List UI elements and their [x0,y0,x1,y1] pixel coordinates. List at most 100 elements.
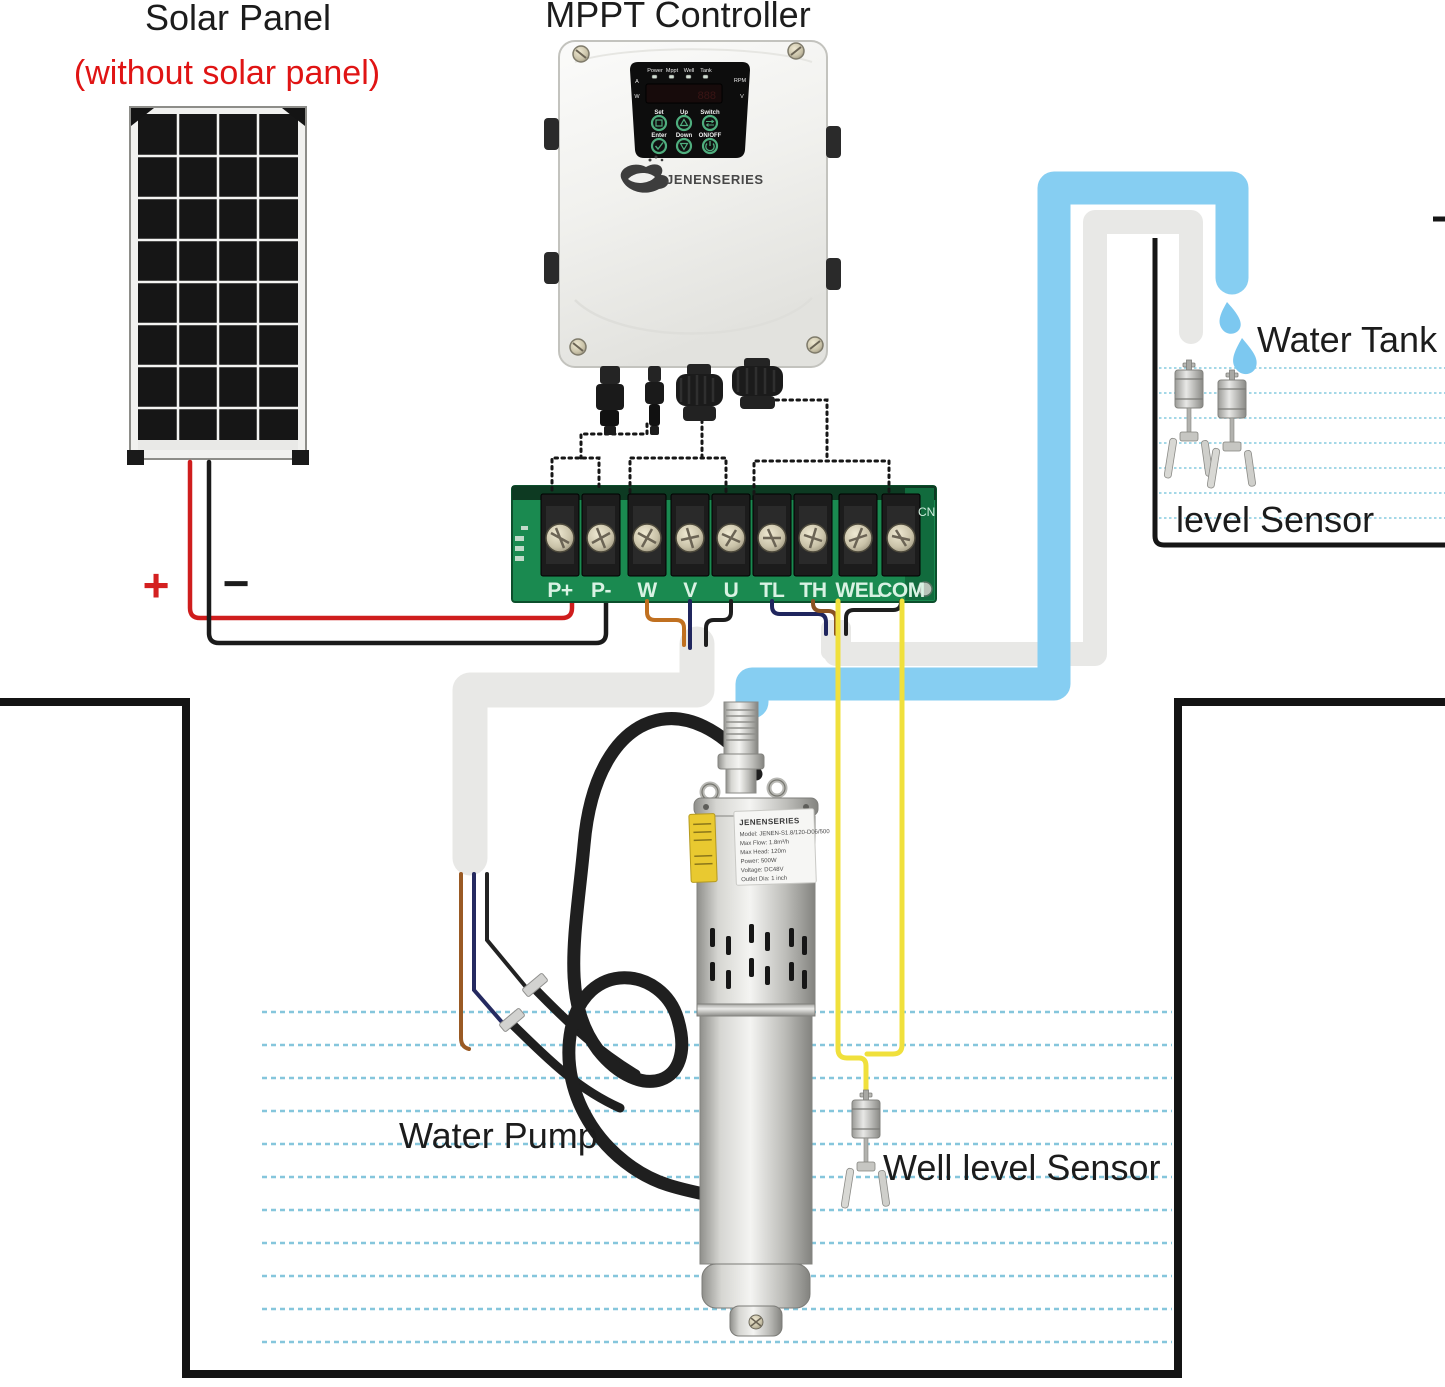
set-icon [655,119,663,127]
mc4-connector [596,366,624,435]
button-set-label: Set [654,110,663,116]
button-up[interactable] [675,114,693,132]
mount-tab [544,118,559,150]
meter-unit-rpm: RPM [734,78,747,84]
control-panel: Power Mppt Well Tank A W RPM V 888 Set U… [630,62,750,158]
enclosure-seam [574,48,813,63]
wire-wel-yellow [835,598,869,1097]
terminal-label-wel: WEL [835,579,881,602]
wire-com-yellow [864,598,905,1057]
pump-side-label [688,813,718,883]
water-pump: JENENSERIES Model: JENEN-S1.8/120-D06/50… [459,701,831,1337]
pcb-smd-pads [515,526,528,561]
enclosure-seam [574,297,813,335]
dotted-link-sensor [760,398,829,463]
cable-glands [596,358,783,435]
indicator-leds [651,74,709,79]
switch-arrows-icon [705,119,715,127]
pump-outlet-tube [723,701,759,757]
water-pipe-path [735,171,1249,719]
meter-unit-v: V [740,94,744,100]
pump-label-head: Max Head: 120m [740,849,786,857]
pump-cable [562,712,795,1245]
water-drop-icon [1219,302,1241,334]
outlet-collar [717,753,765,770]
crimp-connector [499,1008,525,1032]
button-down[interactable] [675,137,693,155]
pv-wires [187,459,609,646]
terminal-label-th: TH [800,579,827,602]
pump-bottom-cap [701,1263,811,1309]
pigtail-brown [459,872,471,1051]
wire-u-black [704,599,733,647]
cable-gland [732,358,783,409]
mount-tab [826,126,841,158]
button-enter[interactable] [650,137,668,155]
mount-tab [826,258,841,290]
down-arrow-icon [679,142,689,151]
tank-level-sensor-label: level Sensor [1176,499,1374,540]
wire-com-black [844,599,903,636]
terminal-wires [645,598,905,1097]
pump-label-power: Power: 500W [740,858,777,865]
pv-positive-wire [187,459,575,621]
up-arrow-icon [679,118,689,127]
tank-float-sensor [1163,359,1214,480]
terminal-label-com: COM [877,579,925,602]
panel-corner-bracket [282,108,305,126]
indicator-mppt-label: Mppt [666,68,679,74]
panel-corner-bracket [131,108,154,126]
display-segments: 888 [698,90,716,102]
mppt-controller: Power Mppt Well Tank A W RPM V 888 Set U… [544,40,841,435]
pump-label-voltage: Voltage: DC48V [741,867,784,874]
dotted-bracket-sensor [752,459,891,496]
button-switch[interactable] [701,114,719,132]
pcb-mount-hole [917,581,933,597]
brand-logo: JENENSERIES [620,155,763,193]
cable-gland [676,364,723,421]
button-onoff[interactable] [701,137,719,155]
pump-cable-conduit [452,626,715,876]
led-display [645,83,723,104]
button-down-label: Down [676,133,693,139]
pump-label-outlet: Outlet Dia: 1 inch [741,876,787,884]
button-set[interactable] [650,114,668,132]
intake-slots [710,924,807,989]
solar-panel-note: (without solar panel) [74,54,380,92]
dotted-bracket-pv [550,456,601,492]
pump-body-lower [699,1015,813,1265]
terminal-label-u: U [724,579,739,602]
check-icon [654,142,664,151]
terminal-label-p-plus: P+ [547,579,573,602]
indicator-tank-label: Tank [700,68,712,74]
button-enter-label: Enter [651,133,667,139]
pump-label-model: Model: JENEN-S1.8/120-D06/500 [740,829,831,838]
well-outline [0,698,1445,1378]
water-pipe [735,171,1257,719]
terminal-label-tl: TL [760,579,785,602]
meter-unit-w: W [634,94,640,100]
mount-tab [544,252,559,284]
tank-float-sensor [1206,369,1257,490]
water-drop-icon [1233,338,1257,375]
mc4-connector [645,366,664,435]
indicator-well-label: Well [684,68,695,74]
button-onoff-label: ON/OFF [699,133,722,139]
power-icon [705,141,715,152]
outlet-threads [726,709,756,741]
pcb-connector-label: CN [918,505,935,519]
pump-label-flow: Max Flow: 1.8m³/h [740,840,790,848]
pv-negative-wire [206,459,609,646]
mppt-title: MPPT Controller [545,0,810,35]
crimp-connector [522,973,548,997]
terminal-screws [540,493,921,577]
solar-panel-title: Solar Panel [145,0,331,38]
panel-foot [127,450,144,465]
water-pump-label: Water Pump [399,1115,598,1156]
button-switch-label: Switch [700,110,720,116]
pump-pigtails [459,872,641,1113]
enclosure-screws [569,42,824,356]
wire-w-orange [645,599,686,647]
pump-spec-label: JENENSERIES Model: JENEN-S1.8/120-D06/50… [733,808,831,886]
